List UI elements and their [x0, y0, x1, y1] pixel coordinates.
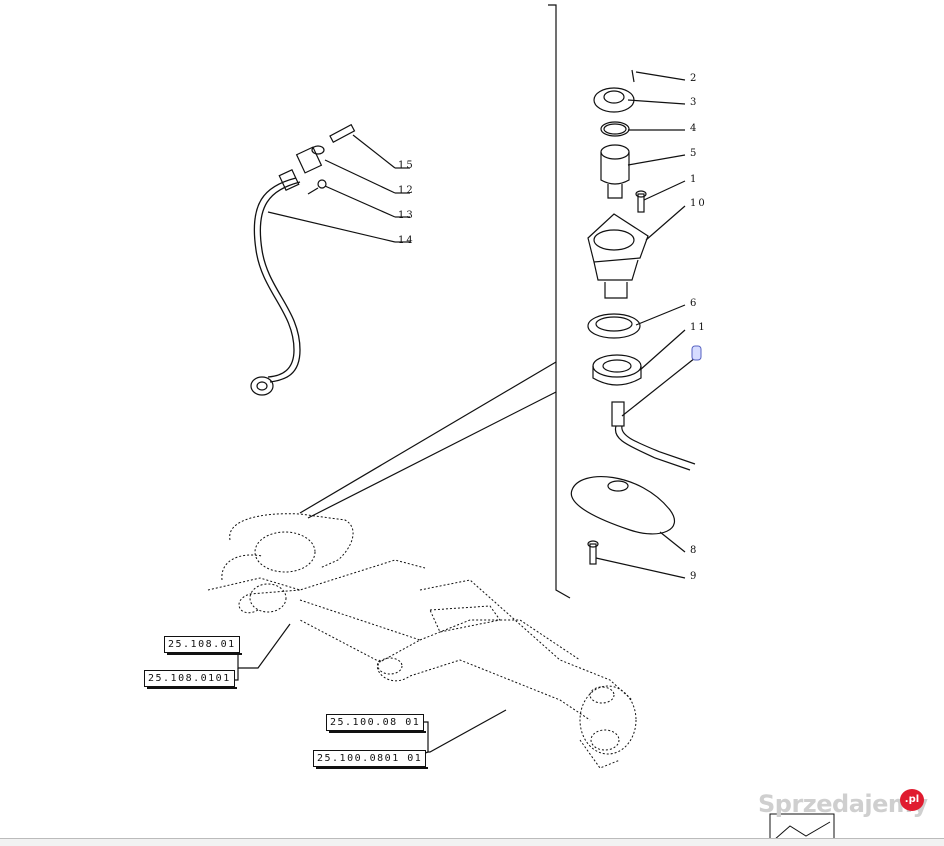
callout-13: 13 — [398, 210, 415, 221]
leader-line — [307, 391, 557, 519]
ref-box-25-108-0101[interactable]: 25.108.0101 — [144, 670, 237, 689]
callout-12: 12 — [398, 185, 415, 196]
callout-1: 1 — [690, 174, 699, 185]
bottom-strip — [0, 838, 944, 846]
detail-frame — [548, 4, 571, 599]
callout-14: 14 — [398, 235, 415, 246]
callout-8: 8 — [690, 545, 699, 556]
sensor-stack — [570, 69, 696, 565]
watermark-badge: .pl — [900, 789, 924, 811]
callout-11: 11 — [690, 322, 707, 333]
axle-outline — [207, 513, 637, 769]
ref-box-25-108-01[interactable]: 25.108.01 — [164, 636, 242, 655]
callout-15: 15 — [398, 160, 415, 171]
callout-2: 2 — [690, 73, 699, 84]
hose-assembly — [250, 123, 356, 396]
callout-4: 4 — [690, 123, 699, 134]
callout-9: 9 — [690, 571, 699, 582]
callout-10: 10 — [690, 198, 707, 209]
ref-box-25-100-08-01[interactable]: 25.100.08 01 — [326, 714, 427, 733]
watermark-text: Sprzedajemy — [758, 790, 928, 818]
callout-5: 5 — [690, 148, 699, 159]
leader-line — [299, 361, 557, 514]
callout-3: 3 — [690, 97, 699, 108]
ref-box-25-100-0801-01[interactable]: 25.100.0801 01 — [313, 750, 429, 769]
callout-6: 6 — [690, 298, 699, 309]
highlight-marker — [691, 345, 702, 361]
